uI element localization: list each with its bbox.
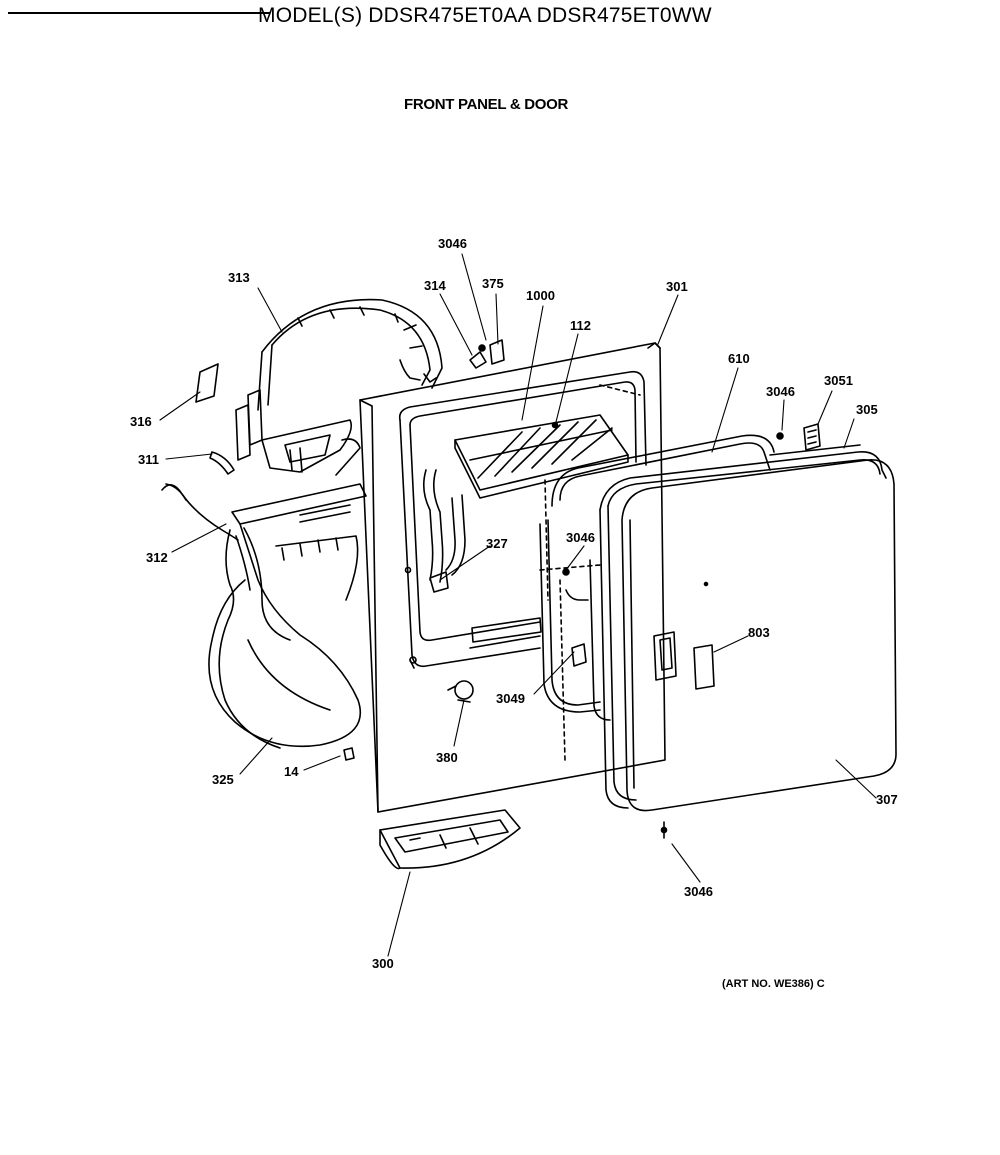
leader-lines: [159, 253, 877, 957]
callout-314: 314: [424, 278, 446, 293]
callout-3046-bottom: 3046: [684, 884, 713, 899]
callout-301: 301: [666, 279, 688, 294]
top-rule: [8, 12, 270, 14]
callout-112: 112: [570, 318, 591, 333]
callout-3051: 3051: [824, 373, 853, 388]
callout-375: 375: [482, 276, 504, 291]
callout-3046-top: 3046: [438, 236, 467, 251]
callout-3049: 3049: [496, 691, 525, 706]
callout-316: 316: [130, 414, 152, 429]
part-380-drawing: [447, 680, 474, 703]
callout-610: 610: [728, 351, 750, 366]
front-panel-drawing: [359, 342, 666, 813]
art-number: (ART NO. WE386) C: [722, 978, 825, 990]
callout-313: 313: [228, 270, 250, 285]
part-316-drawing: [195, 363, 219, 403]
callout-14: 14: [284, 764, 299, 779]
part-14-drawing: [343, 747, 355, 761]
part-312-drawing: [161, 484, 239, 541]
toe-panel-drawing: [379, 809, 521, 870]
bulkhead-drawing: [235, 298, 443, 476]
callout-380: 380: [436, 750, 458, 765]
part-311-drawing: [209, 451, 235, 475]
duct-drawing: [208, 483, 367, 749]
callout-1000: 1000: [526, 288, 555, 303]
section-title: FRONT PANEL & DOOR: [404, 96, 569, 113]
model-title: MODEL(S) DDSR475ET0AA DDSR475ET0WW: [258, 4, 712, 27]
callout-305: 305: [856, 402, 878, 417]
callout-803: 803: [748, 625, 770, 640]
part-327-drawing: [429, 571, 449, 593]
callout-3046-right: 3046: [766, 384, 795, 399]
callout-312: 312: [146, 550, 168, 565]
top-fastener-drawings: [469, 339, 505, 369]
callout-300: 300: [372, 956, 394, 971]
callout-3046-mid: 3046: [566, 530, 595, 545]
door-drawing: [565, 423, 897, 812]
callout-311: 311: [138, 452, 159, 467]
lint-filter-drawing: [454, 414, 629, 499]
callout-307: 307: [876, 792, 898, 807]
callout-325: 325: [212, 772, 234, 787]
callout-327: 327: [486, 536, 508, 551]
